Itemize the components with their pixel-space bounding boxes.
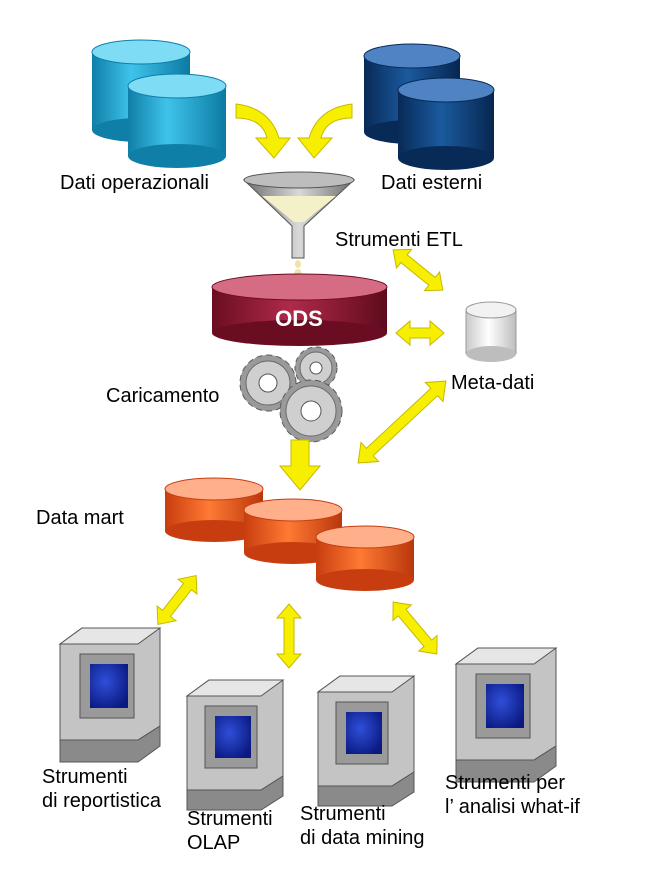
external-db-front bbox=[397, 77, 495, 170]
computer-icon bbox=[316, 675, 416, 807]
arrow-datamart-reporting bbox=[156, 574, 198, 626]
arrow-load-to-datamart bbox=[278, 439, 322, 491]
label-data-mart: Data mart bbox=[36, 507, 124, 529]
computer-icon bbox=[185, 679, 285, 811]
gear-icon bbox=[294, 346, 338, 390]
label-meta-dati: Meta-dati bbox=[451, 372, 535, 394]
arrow-ods-metadata bbox=[395, 319, 445, 347]
label-mining-line1: Strumenti bbox=[300, 803, 386, 825]
computer-icon bbox=[58, 627, 162, 763]
label-olap-line1: Strumenti bbox=[187, 808, 273, 830]
datamart-db bbox=[315, 525, 415, 591]
label-whatif-line1: Strumenti per bbox=[445, 772, 566, 794]
label-dati-esterni: Dati esterni bbox=[381, 172, 483, 194]
arrow-datamart-olap bbox=[275, 603, 303, 669]
etl-funnel bbox=[242, 171, 356, 279]
gear-icon bbox=[279, 379, 343, 443]
label-reportistica-line2: di reportistica bbox=[42, 790, 161, 812]
operational-db-front bbox=[127, 73, 227, 168]
label-strumenti-etl: Strumenti ETL bbox=[335, 229, 463, 251]
metadata-db bbox=[465, 301, 517, 362]
ods-db bbox=[211, 273, 388, 346]
arrow-external-to-etl bbox=[296, 103, 353, 159]
label-whatif-line2: l’ analisi what-if bbox=[445, 796, 580, 818]
label-caricamento: Caricamento bbox=[106, 385, 220, 407]
label-mining-line2: di data mining bbox=[300, 827, 425, 849]
label-olap-line2: OLAP bbox=[187, 832, 241, 854]
gear-icon bbox=[239, 354, 297, 412]
arrow-etl-metadata bbox=[392, 248, 444, 292]
arrow-datamart-metadata bbox=[357, 380, 447, 464]
arrow-operational-to-etl bbox=[235, 103, 292, 159]
ods-label: ODS bbox=[275, 306, 323, 331]
label-reportistica-line1: Strumenti bbox=[42, 766, 128, 788]
arrow-datamart-whatif bbox=[392, 601, 438, 655]
computer-icon bbox=[454, 647, 558, 783]
label-dati-operazionali: Dati operazionali bbox=[60, 172, 209, 194]
